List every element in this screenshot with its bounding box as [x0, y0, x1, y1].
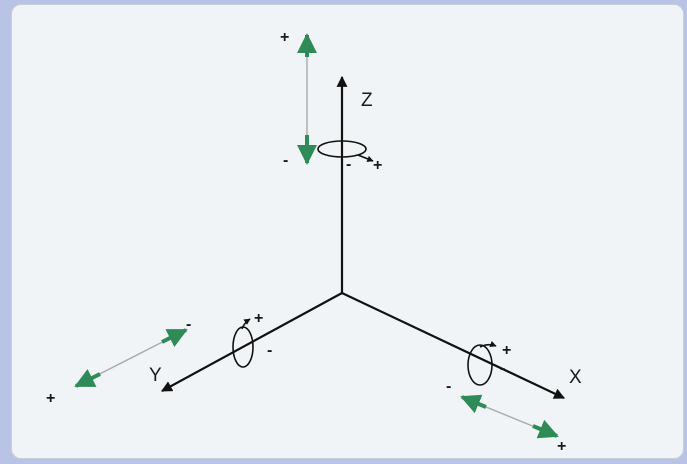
- x-axis-label: X: [569, 367, 582, 388]
- y-translation-minus: -: [186, 316, 191, 333]
- z-translation-plus: +: [280, 29, 289, 46]
- y-rotation-plus: +: [254, 310, 263, 327]
- y-axis-label: Y: [149, 365, 162, 386]
- x-rotation-minus: -: [500, 360, 505, 377]
- y-translation-plus: +: [46, 390, 55, 407]
- y-translation-arrow-minus: [161, 328, 188, 347]
- x-axis-line: [341, 292, 565, 399]
- y-rotation-arrow-icon: [241, 318, 251, 330]
- z-translation-minus: -: [283, 152, 288, 169]
- z-axis-label: Z: [361, 90, 373, 111]
- x-translation-minus: -: [446, 378, 451, 395]
- z-rotation-minus: -: [346, 156, 351, 173]
- y-translation-arrow-plus: [74, 369, 101, 388]
- axes-diagram: Z - + + - Y + - + -: [46, 29, 582, 455]
- x-translation-arrow-minus: [460, 394, 487, 414]
- diagram-panel: Z - + + - Y + - + -: [11, 4, 684, 459]
- z-rotation-arrow-icon: [357, 154, 374, 162]
- z-rotation-ellipse: [317, 140, 367, 158]
- z-rotation-plus: +: [373, 157, 382, 174]
- x-rotation-ellipse: [467, 344, 493, 386]
- y-rotation-minus: -: [267, 342, 272, 359]
- x-translation-arrow-plus: [532, 419, 559, 439]
- x-translation-plus: +: [557, 438, 566, 455]
- x-rotation-plus: +: [502, 342, 511, 359]
- x-rotation-arrow-icon: [479, 340, 497, 348]
